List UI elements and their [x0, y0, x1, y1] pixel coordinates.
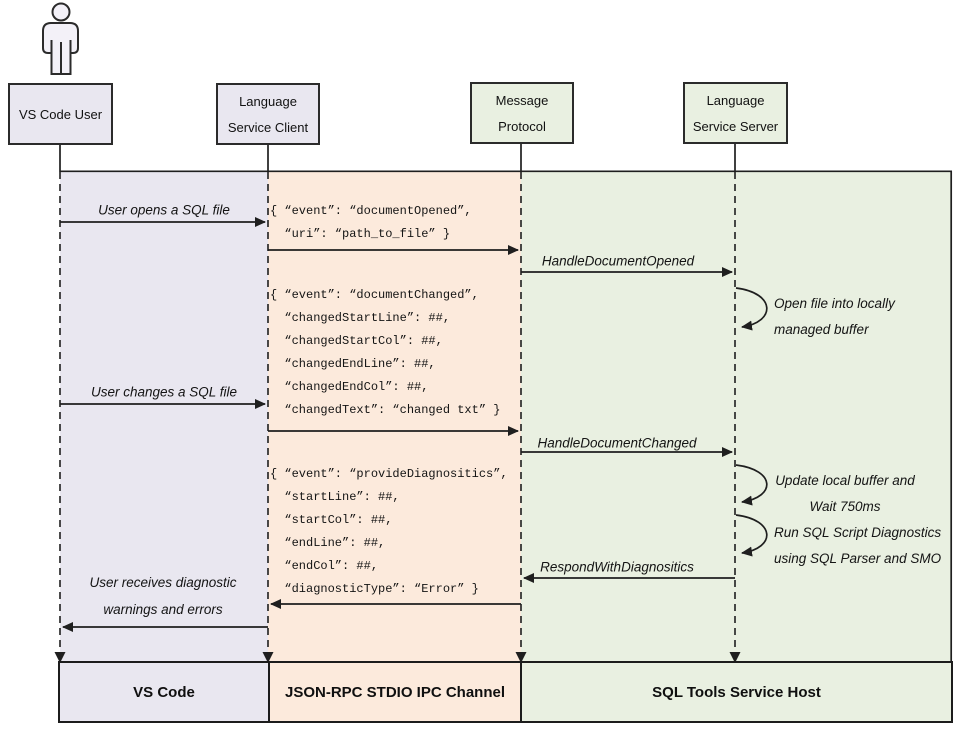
note-open-file-into-buffer: Open file into locally managed buffer — [774, 291, 895, 343]
payload-line: “changedText”: “changed txt” } — [270, 403, 501, 417]
footer-jsonrpc-channel: JSON-RPC STDIO IPC Channel — [268, 661, 522, 723]
message-handle-document-opened: HandleDocumentOpened — [541, 253, 695, 269]
note-update-buffer-wait: Update local buffer and Wait 750ms — [755, 468, 935, 520]
payload-document-changed: { “event”: “documentChanged”, “changedSt… — [270, 284, 500, 422]
participant-label: Service Server — [692, 119, 779, 134]
message-line: User receives diagnostic — [89, 575, 237, 590]
payload-line: “changedEndCol”: ##, — [270, 380, 429, 394]
participant-label: Language — [239, 94, 297, 109]
message-user-opens-sql-file: User opens a SQL file — [98, 202, 230, 218]
note-run-sql-diagnostics: Run SQL Script Diagnostics using SQL Par… — [774, 520, 941, 572]
footer-label: SQL Tools Service Host — [652, 683, 821, 701]
message-user-receives-diagnostics: User receives diagnostic warnings and er… — [89, 569, 236, 623]
ipc-lane-background — [268, 172, 521, 663]
footer-label: VS Code — [133, 683, 195, 701]
participant-label: Message — [495, 93, 549, 108]
note-line: Run SQL Script Diagnostics — [774, 525, 942, 540]
payload-line: “startLine”: ##, — [270, 490, 400, 504]
note-line: Update local buffer and — [775, 473, 915, 488]
participant-label: VS Code User — [18, 107, 103, 122]
payload-line: “changedEndLine”: ##, — [270, 357, 436, 371]
note-line: Wait 750ms — [809, 499, 881, 514]
participant-vscode-user: VS Code User — [8, 83, 113, 145]
participant-label: Service Client — [227, 120, 309, 135]
user-actor-icon — [42, 2, 79, 75]
payload-document-opened: { “event”: “documentOpened”, “uri”: “pat… — [270, 200, 472, 246]
participant-language-service-server: Language Service Server — [683, 82, 788, 144]
payload-line: “uri”: “path_to_file” } — [270, 227, 451, 241]
message-line: warnings and errors — [103, 602, 223, 617]
message-handle-document-changed: HandleDocumentChanged — [537, 435, 697, 451]
footer-sql-tools-service-host: SQL Tools Service Host — [520, 661, 953, 723]
payload-provide-diagnostics: { “event”: “provideDiagnositics”, “start… — [270, 463, 508, 601]
participant-label: Protocol — [498, 119, 546, 134]
message-respond-with-diagnostics: RespondWithDiagnositics — [540, 559, 694, 575]
payload-line: { “event”: “provideDiagnositics”, — [270, 467, 508, 481]
payload-line: “endLine”: ##, — [270, 536, 386, 550]
host-lane-background — [521, 172, 952, 663]
note-line: managed buffer — [774, 322, 869, 337]
payload-line: “changedStartCol”: ##, — [270, 334, 443, 348]
payload-line: { “event”: “documentOpened”, — [270, 204, 472, 218]
payload-line: “endCol”: ##, — [270, 559, 379, 573]
participant-message-protocol: Message Protocol — [470, 82, 574, 144]
note-line: using SQL Parser and SMO — [774, 551, 942, 566]
message-user-changes-sql-file: User changes a SQL file — [90, 384, 238, 400]
lifeline-stubs — [59, 143, 736, 172]
footer-label: JSON-RPC STDIO IPC Channel — [284, 683, 506, 701]
payload-line: “diagnosticType”: “Error” } — [270, 582, 479, 596]
payload-line: “changedStartLine”: ##, — [270, 311, 451, 325]
participant-language-service-client: Language Service Client — [216, 83, 320, 145]
payload-line: “startCol”: ##, — [270, 513, 393, 527]
note-line: Open file into locally — [774, 296, 895, 311]
footer-vscode: VS Code — [58, 661, 270, 723]
payload-line: { “event”: “documentChanged”, — [270, 288, 479, 302]
participant-label: Language — [706, 93, 765, 108]
vscode-lane-background — [60, 172, 268, 663]
